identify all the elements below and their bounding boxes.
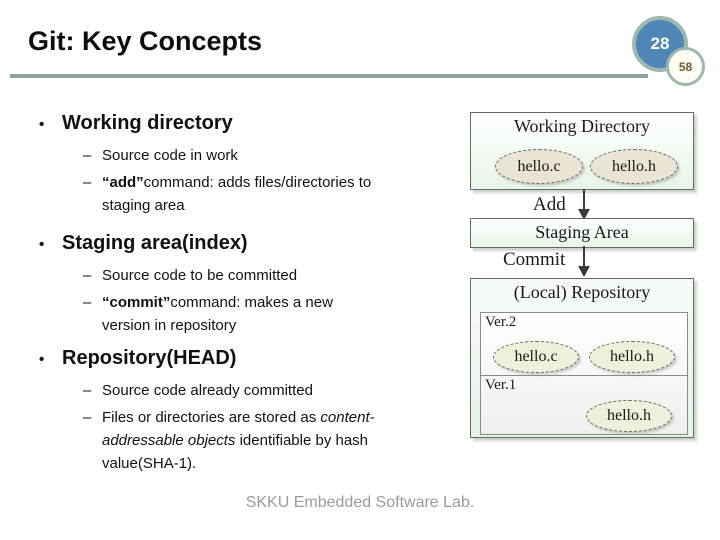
commit-label: Commit [503,249,566,270]
bullet-icon: • [39,351,45,368]
dash-icon: – [83,409,92,426]
repository-label: (Local) Repository [513,282,651,302]
add-label: Add [533,194,566,215]
list-item: – Source code already committed [28,379,476,402]
footer-text: SKKU Embedded Software Lab. [245,494,475,511]
section-heading-label: Repository(HEAD) [62,347,237,369]
item-line: Files or directories are stored as [102,409,321,426]
dash-icon: – [83,382,92,399]
list-item: – Source code to be committed [28,264,476,287]
file-ellipse-hello-c: hello.c [493,341,579,373]
bullet-icon: • [39,236,45,253]
section-items: – Source code already committed – Files … [28,379,476,475]
working-directory-box: Working Directory hello.c hello.h [470,112,694,190]
list-item-text: Source code to be committed [102,267,298,284]
dash-icon: – [83,174,92,191]
repository-versions-panel: Ver.2 hello.c hello.h Ver.1 hello.h [480,312,688,435]
page-number-badge: 28 [632,16,688,72]
term-italic: content- [320,409,375,426]
dash-icon: – [83,147,92,164]
version-1-label: Ver.1 [485,377,517,393]
file-ellipse-hello-c: hello.c [495,149,583,184]
file-ellipse-hello-h: hello.h [589,341,675,373]
term-italic: addressable objects [102,432,236,449]
list-item: – “commit”command: makes a new version i… [28,291,476,337]
list-item-text: Source code in work [102,147,238,164]
section-repository: • Repository(HEAD) – Source code already… [28,343,476,479]
repository-box: (Local) Repository Ver.2 hello.c hello.h… [470,278,694,438]
working-directory-label: Working Directory [513,116,650,136]
item-line: command: adds files/directories to [143,174,372,191]
list-item-text: “commit”command: makes a new version in … [102,291,474,337]
list-item-text: Source code already committed [102,382,313,399]
file-ellipse-hello-h: hello.h [586,400,672,432]
file-ellipse-hello-h: hello.h [590,149,678,184]
command-name: “add” [102,174,144,191]
section-heading-label: Staging area(index) [62,232,248,254]
item-line: version in repository [102,317,237,334]
page-title: Git: Key Concepts [28,26,263,56]
item-line: command: makes a new [170,294,333,311]
section-items: – Source code to be committed – “commit”… [28,264,476,337]
section-heading-label: Working directory [62,112,233,134]
list-item: – Source code in work [28,144,476,167]
item-line: identifiable by hash [235,432,369,449]
section-heading: • Working directory [28,108,476,140]
page-number-current: 28 [650,34,670,53]
version-2-label: Ver.2 [485,314,517,330]
version-divider [481,375,687,376]
list-item: – Files or directories are stored as con… [28,406,476,475]
page-number-total: 58 [678,59,693,74]
section-items: – Source code in work – “add”command: ad… [28,144,476,217]
command-name: “commit” [102,294,171,311]
section-heading: • Staging area(index) [28,228,476,260]
section-working-directory: • Working directory – Source code in wor… [28,108,476,221]
list-item-text: “add”command: adds files/directories to … [102,171,474,217]
section-staging-area: • Staging area(index) – Source code to b… [28,228,476,341]
list-item: – “add”command: adds files/directories t… [28,171,476,217]
commit-arrow-icon [578,246,590,277]
page-total-badge: 58 [666,47,705,86]
section-heading: • Repository(HEAD) [28,343,476,375]
staging-area-box: Staging Area [470,218,694,248]
dash-icon: – [83,294,92,311]
item-line: staging area [102,197,185,214]
accent-divider [10,74,648,78]
staging-area-label: Staging Area [535,222,629,242]
dash-icon: – [83,267,92,284]
bullet-icon: • [39,116,45,133]
list-item-text: Files or directories are stored as conte… [102,406,474,475]
add-arrow-icon [578,189,590,220]
item-line: value(SHA-1). [102,455,197,472]
